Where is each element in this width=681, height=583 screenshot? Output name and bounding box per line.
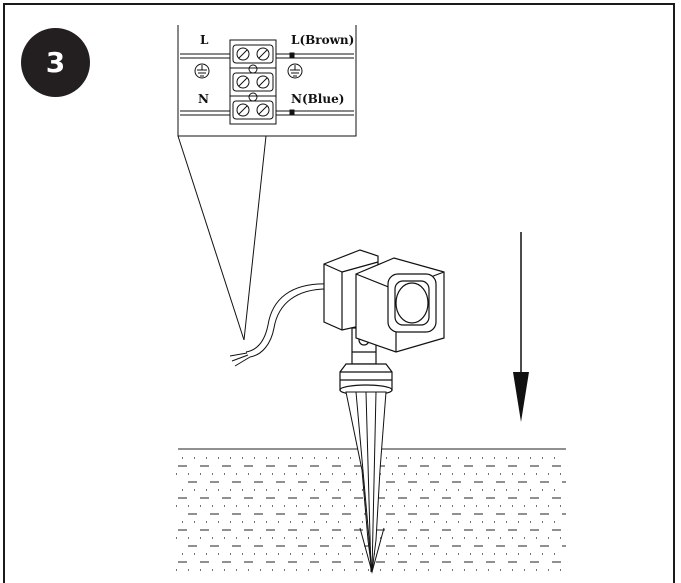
power-cable — [229, 283, 331, 367]
wire-label-right-brown: L(Brown) — [291, 33, 354, 47]
step-number-badge: 3 — [21, 28, 90, 97]
spotlight-fixture — [323, 249, 445, 396]
terminal-block-inset — [177, 25, 357, 341]
diagram-frame — [3, 3, 675, 583]
lens — [395, 282, 429, 324]
callout-line-left — [177, 135, 245, 341]
earth-symbol-right-icon — [287, 63, 303, 79]
earth-symbol-left-icon — [194, 63, 210, 79]
terminal-block-body — [229, 39, 277, 125]
wire-label-left-l: L — [200, 33, 209, 47]
wire-label-right-blue: N(Blue) — [291, 92, 344, 106]
ground-spike — [345, 391, 387, 574]
callout-line-right — [243, 135, 267, 341]
inset-box — [177, 25, 357, 137]
push-down-arrow-icon — [513, 232, 529, 422]
wire-label-left-n: N — [198, 92, 209, 106]
